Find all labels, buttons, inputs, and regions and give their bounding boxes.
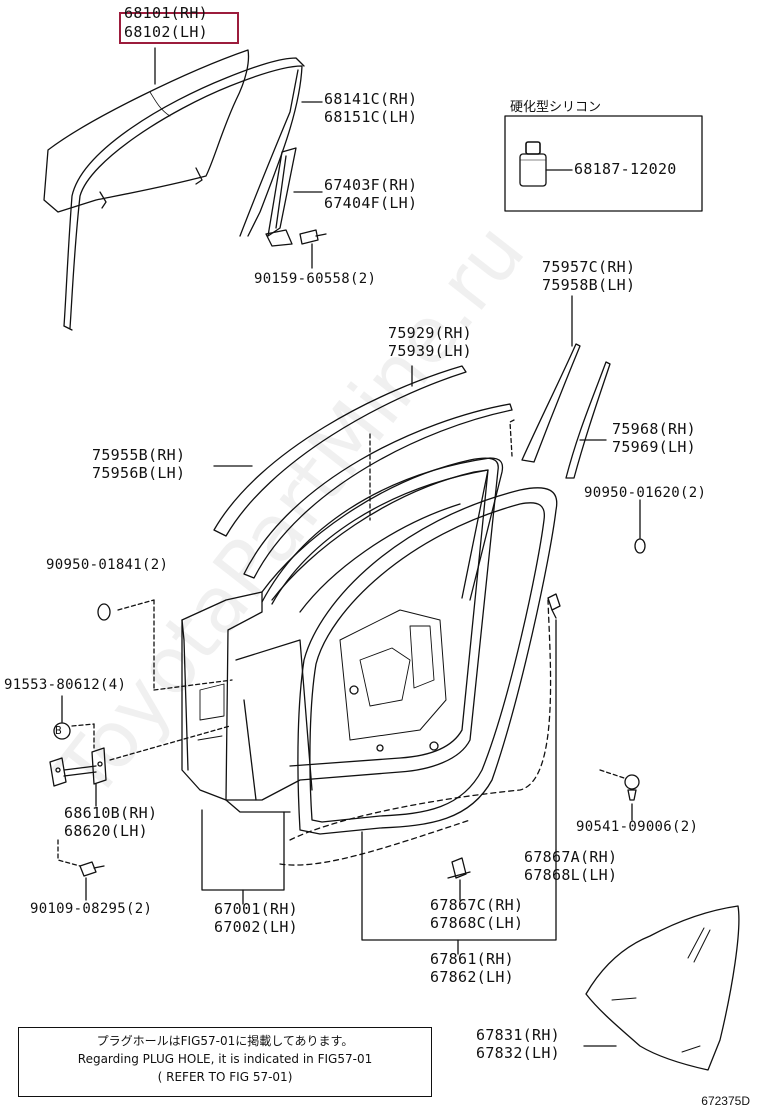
silicone-box (504, 115, 703, 212)
dash-bolt (57, 839, 81, 867)
rear-pillar-garnish (521, 343, 611, 479)
label-weatherstrip-sub-rh: 67867C(RH) (430, 896, 524, 914)
label-plug-left: 90950-01841(2) (46, 557, 169, 573)
service-hole-cover (585, 905, 740, 1071)
dash-check (109, 725, 231, 761)
note-line-en: Regarding PLUG HOLE, it is indicated in … (77, 1052, 373, 1066)
label-screw: 91553-80612(4) (4, 677, 127, 693)
door-check (49, 747, 107, 787)
channel-bolt (299, 229, 327, 245)
door-weatherstrip (297, 487, 558, 835)
label-door-panel-lh: 67002(LH) (214, 918, 298, 936)
weatherstrip-sub-clip (447, 857, 471, 879)
label-check-lh: 68620(LH) (64, 822, 148, 840)
label-upper-moulding-lh: 75939(LH) (388, 342, 472, 360)
glass-run (63, 57, 305, 331)
figure-code: 672375D (701, 1094, 750, 1108)
label-frame-moulding-lh: 75956B(LH) (92, 464, 186, 482)
label-channel-lh: 67404F(LH) (324, 194, 418, 212)
label-screw-marker: B (55, 724, 62, 737)
label-glass-lh: 68102(LH) (124, 23, 208, 41)
check-bolt (79, 861, 105, 877)
door-glass (43, 49, 250, 213)
label-check-rh: 68610B(RH) (64, 804, 158, 822)
dash-plug-left-h (153, 679, 233, 691)
upper-moulding (213, 365, 513, 579)
clip-right (624, 774, 640, 801)
label-service-cover-lh: 67832(LH) (476, 1044, 560, 1062)
dash-pillar (509, 419, 515, 457)
dash-sill (279, 819, 471, 866)
label-check-bolt: 90109-08295(2) (30, 901, 153, 917)
weather-clip (547, 593, 561, 619)
plug-hole-note: プラグホールはFIG57-01に掲載してあります。 Regarding PLUG… (18, 1027, 432, 1097)
label-rear-pillar-rh: 75957C(RH) (542, 258, 636, 276)
screw-b-circle (53, 722, 71, 740)
leader-weatherstrip (361, 831, 557, 941)
label-weatherstrip-rh: 67861(RH) (430, 950, 514, 968)
lower-channel (265, 147, 297, 247)
label-weather-clip-lh: 67868L(LH) (524, 866, 618, 884)
label-weatherstrip-sub-lh: 67868C(LH) (430, 914, 524, 932)
label-front-pillar-lh: 75969(LH) (612, 438, 696, 456)
label-silicone-part: 68187-12020 (574, 160, 677, 178)
label-channel-rh: 67403F(RH) (324, 176, 418, 194)
dash-body-outline (289, 599, 552, 841)
label-service-cover-rh: 67831(RH) (476, 1026, 560, 1044)
label-channel-bolt: 90159-60558(2) (254, 271, 377, 287)
note-line-ref: ( REFER TO FIG 57-01) (157, 1070, 293, 1084)
label-rear-pillar-lh: 75958B(LH) (542, 276, 636, 294)
silicone-bottle (519, 141, 547, 187)
dash-screw (71, 723, 95, 727)
highlight-box (119, 12, 239, 44)
note-line-jp: プラグホールはFIG57-01に掲載してあります。 (96, 1034, 354, 1048)
label-plug-right: 90950-01620(2) (584, 485, 707, 501)
frame-weatherstrip (261, 457, 504, 605)
dash-plug-left (117, 599, 155, 611)
label-clip: 90541-09006(2) (576, 819, 699, 835)
label-weatherstrip-lh: 67862(LH) (430, 968, 514, 986)
label-door-panel-rh: 67001(RH) (214, 900, 298, 918)
label-run-rh: 68141C(RH) (324, 90, 418, 108)
label-frame-moulding-rh: 75955B(RH) (92, 446, 186, 464)
leader-door-panel (201, 809, 285, 891)
label-run-lh: 68151C(LH) (324, 108, 418, 126)
plug-right-hole (634, 538, 646, 554)
door-panel (181, 457, 499, 813)
label-weather-clip-rh: 67867A(RH) (524, 848, 618, 866)
dash-clip (599, 769, 625, 779)
label-glass-rh: 68101(RH) (124, 4, 208, 22)
label-front-pillar-rh: 75968(RH) (612, 420, 696, 438)
plug-left-hole (97, 603, 111, 621)
label-upper-moulding-rh: 75929(RH) (388, 324, 472, 342)
label-silicone-header: 硬化型シリコン (510, 100, 602, 115)
